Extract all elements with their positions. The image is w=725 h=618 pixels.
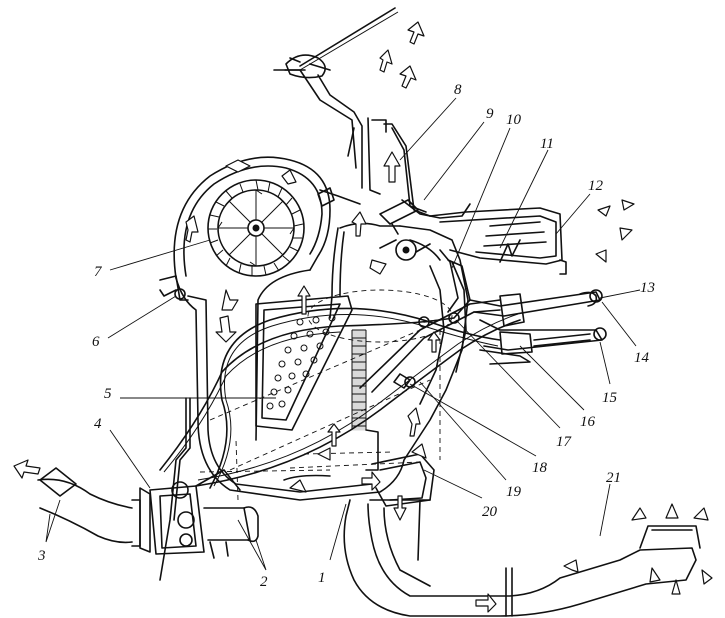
side-outlet-duct xyxy=(429,207,567,275)
floor-duct xyxy=(343,453,701,617)
callouts: 1 2 3 4 5 6 7 8 9 10 11 12 13 14 15 16 1… xyxy=(37,82,655,590)
dampers xyxy=(379,199,471,388)
callout-2: 2 xyxy=(260,574,268,590)
control-assembly xyxy=(469,289,607,365)
callout-18: 18 xyxy=(532,460,548,476)
callout-15: 15 xyxy=(602,390,618,406)
callout-9: 9 xyxy=(486,106,494,122)
hidden-outlines xyxy=(199,289,453,501)
callout-21: 21 xyxy=(606,470,621,486)
callout-16: 16 xyxy=(580,414,596,430)
callout-19: 19 xyxy=(506,484,522,500)
callout-5: 5 xyxy=(104,386,112,402)
bracket-bolt xyxy=(159,275,189,301)
fan-housing xyxy=(173,156,361,279)
fan-wheel-blades xyxy=(208,179,304,276)
callout-4: 4 xyxy=(94,416,102,432)
fan-wheel-spokes xyxy=(217,189,295,267)
control-cables xyxy=(159,299,521,489)
heater-core xyxy=(255,295,379,471)
callout-8: 8 xyxy=(454,82,462,98)
left-tap-pipes xyxy=(37,397,259,581)
callout-14: 14 xyxy=(634,350,650,366)
callout-20: 20 xyxy=(482,504,498,520)
callout-1: 1 xyxy=(318,570,326,586)
callout-3: 3 xyxy=(37,548,46,564)
callout-6: 6 xyxy=(92,334,100,350)
callout-13: 13 xyxy=(640,280,655,296)
callout-10: 10 xyxy=(506,112,522,128)
leader-lines xyxy=(45,97,641,571)
callout-17: 17 xyxy=(556,434,573,450)
callout-7: 7 xyxy=(94,264,103,280)
callout-11: 11 xyxy=(540,136,554,152)
distribution-box xyxy=(175,222,469,501)
upper-panel xyxy=(273,69,471,219)
callout-12: 12 xyxy=(588,178,604,194)
airflow-arrows xyxy=(13,21,713,613)
